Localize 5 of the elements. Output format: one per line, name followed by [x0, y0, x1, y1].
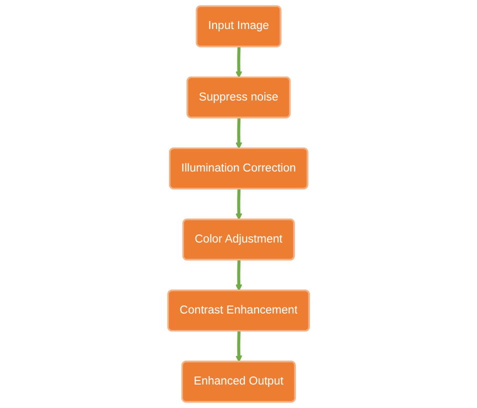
arrow — [235, 188, 242, 220]
arrow — [235, 118, 242, 149]
arrow — [235, 331, 242, 362]
arrow — [235, 46, 242, 78]
arrow — [235, 260, 242, 292]
